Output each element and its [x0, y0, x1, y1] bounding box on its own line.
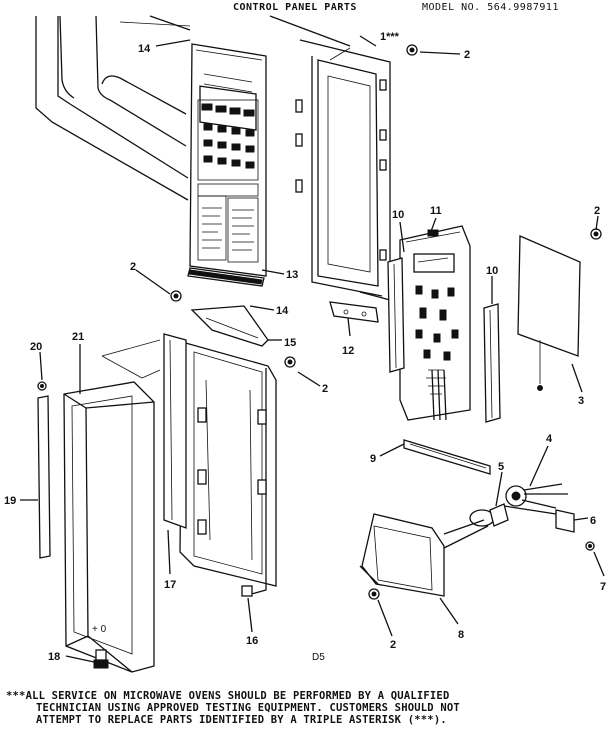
callout-8: 8 [458, 629, 464, 641]
front-housing [63, 381, 155, 673]
lamp-housing [359, 513, 445, 597]
callout-1: 1*** [380, 31, 400, 43]
diagram-code: D5 [312, 652, 325, 663]
callout-7: 7 [600, 581, 606, 593]
callout-18: 18 [48, 651, 60, 663]
control-panel-overlay [189, 43, 267, 277]
service-warning-note: ***ALL SERVICE ON MICROWAVE OVENS SHOULD… [6, 690, 606, 726]
callout-14-top: 14 [138, 43, 151, 55]
lamp-socket [469, 503, 509, 527]
callout-11: 11 [430, 205, 442, 217]
callout-6: 6 [590, 515, 596, 527]
panel-key-marking: + 0 [92, 624, 107, 635]
callout-14-mid: 14 [276, 305, 289, 317]
callout-2-right: 2 [594, 205, 600, 217]
callout-2-top: 2 [464, 49, 470, 61]
oven-cabinet [35, 15, 351, 201]
left-board-strip [387, 257, 405, 373]
note-line: ATTEMPT TO REPLACE PARTS IDENTIFIED BY A… [36, 714, 447, 726]
back-cover-board [517, 235, 581, 357]
callout-4: 4 [546, 433, 553, 445]
screw-group [37, 44, 602, 600]
callout-13: 13 [286, 269, 298, 281]
side-panel [163, 333, 187, 529]
callout-10-right: 10 [486, 265, 498, 277]
model-number: MODEL NO. 564.9987911 [422, 2, 559, 13]
callout-2-left: 2 [130, 261, 136, 273]
callout-15: 15 [284, 337, 296, 349]
callout-5: 5 [498, 461, 504, 473]
ribbon-connector [403, 439, 491, 475]
callout-2-mid: 2 [322, 383, 328, 395]
wiring-line [101, 339, 161, 379]
mounting-bracket [190, 305, 269, 347]
callout-leader-lines [20, 35, 605, 663]
callout-16: 16 [246, 635, 258, 647]
control-frame-housing [179, 341, 277, 597]
diagram-title: CONTROL PANEL PARTS [233, 2, 357, 13]
small-bracket [329, 301, 379, 323]
lamp-switch [505, 483, 568, 509]
callout-10-left: 10 [392, 209, 404, 221]
housing-strip [37, 395, 51, 559]
callout-20: 20 [30, 341, 42, 353]
callout-19: 19 [4, 495, 16, 507]
keypad [197, 99, 259, 181]
note-line: TECHNICIAN USING APPROVED TESTING EQUIPM… [36, 702, 460, 714]
note-line: ***ALL SERVICE ON MICROWAVE OVENS SHOULD… [6, 690, 450, 702]
callout-3: 3 [578, 395, 584, 407]
callout-12: 12 [342, 345, 354, 357]
switch-bracket [555, 509, 575, 533]
housing-foot [93, 649, 109, 669]
callout-9: 9 [370, 453, 376, 465]
callout-2-bottom: 2 [390, 639, 396, 651]
right-board-strip [483, 303, 501, 423]
control-circuit-board [399, 225, 471, 421]
callout-17: 17 [164, 579, 176, 591]
door-frame-assembly [295, 39, 391, 301]
callout-21: 21 [72, 331, 84, 343]
